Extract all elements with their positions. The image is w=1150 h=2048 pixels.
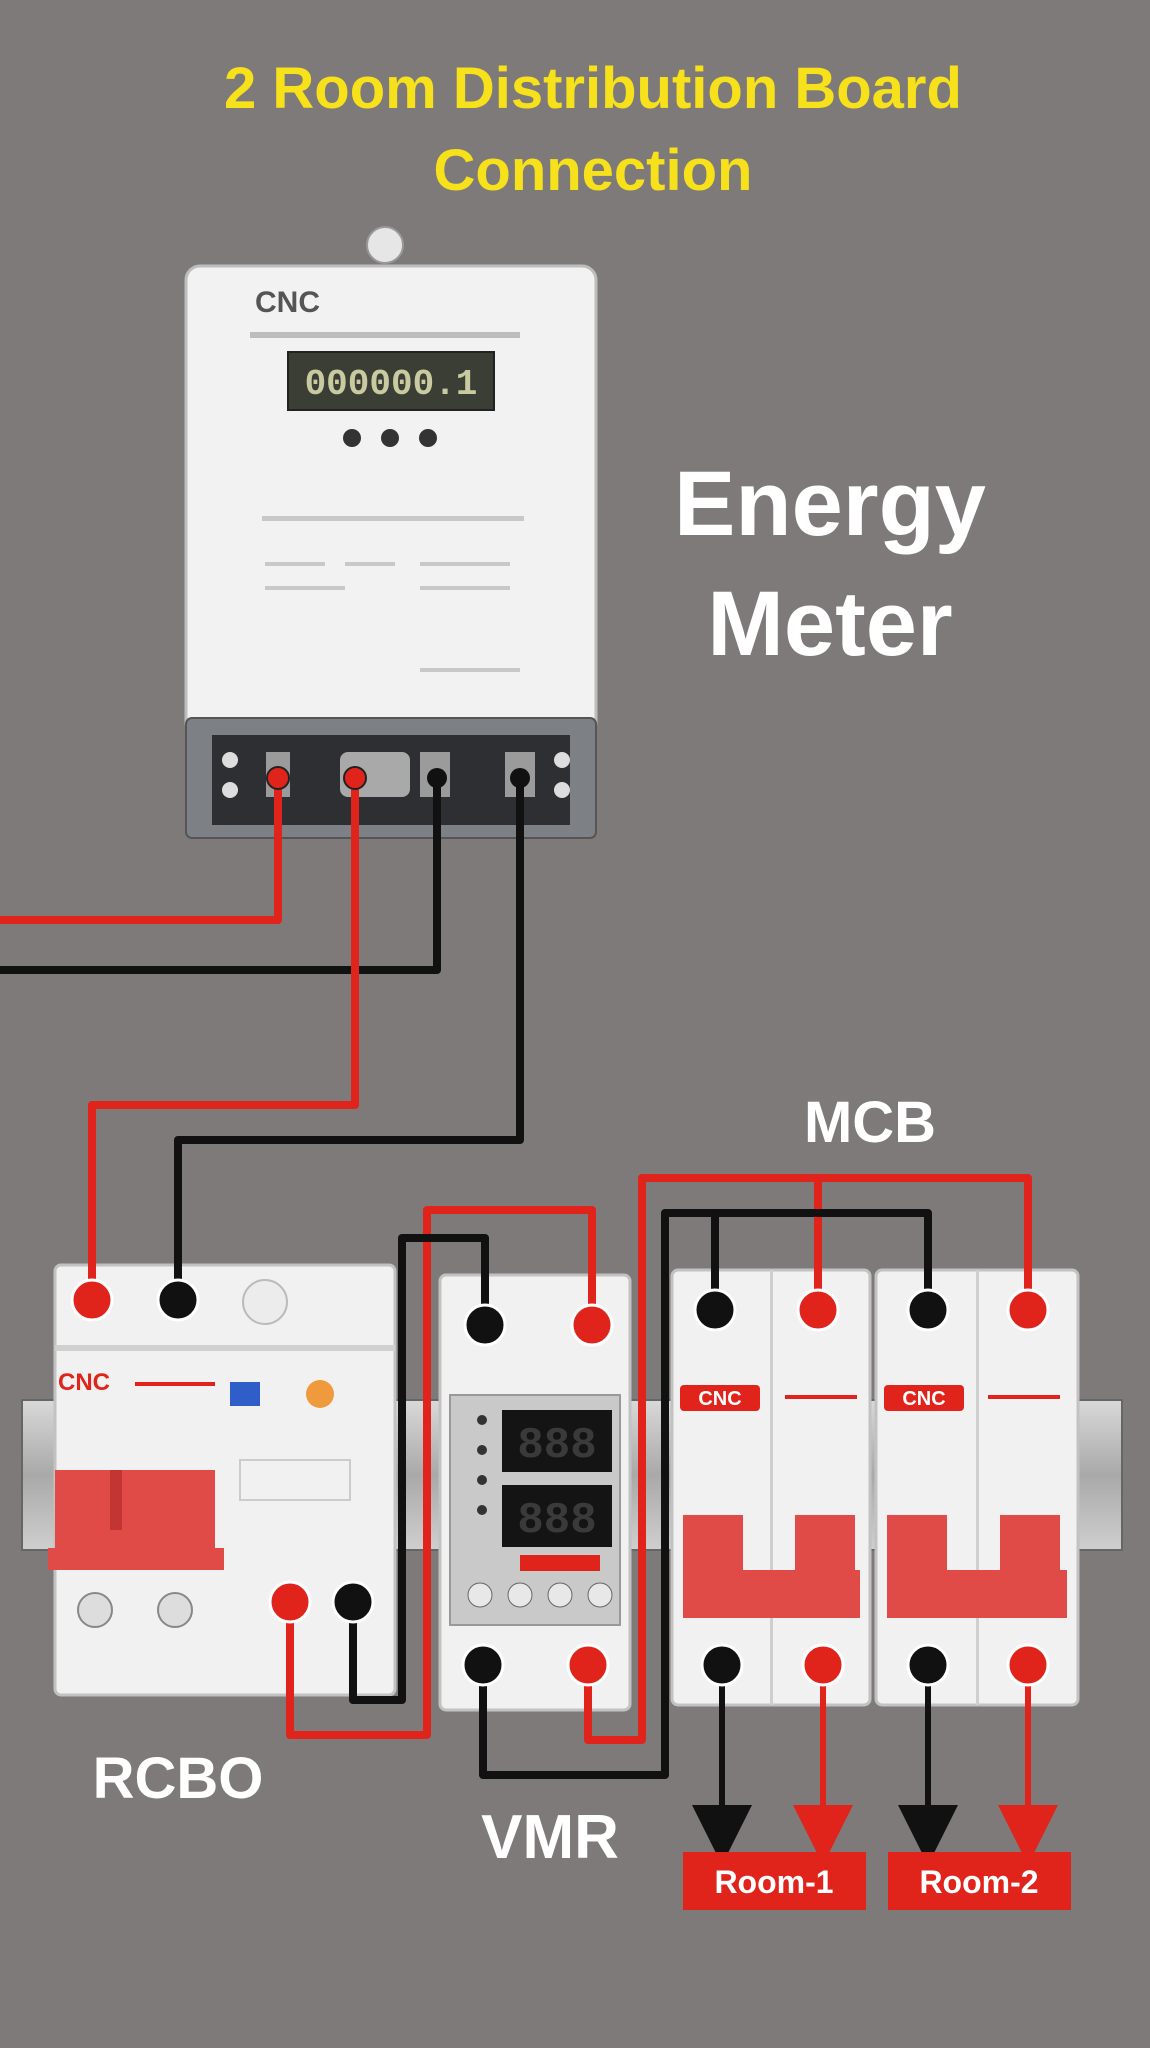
rcbo-to-vmr-live-wire <box>286 1206 596 1739</box>
terminal-dot-icon <box>1006 1288 1050 1332</box>
vmr-display-bottom <box>502 1485 612 1547</box>
energy-meter-brand: CNC <box>255 286 320 319</box>
energy-meter-label-line-2: Meter <box>707 573 952 675</box>
rcbo: CNC <box>48 1263 397 1697</box>
terminals <box>70 766 1050 1687</box>
meter-to-rcbo-live-wire <box>88 776 359 1299</box>
terminal-dot-icon <box>427 768 447 788</box>
terminal-dot-icon <box>906 1288 950 1332</box>
terminal-dot-icon <box>796 1288 840 1332</box>
rcbo-brand: CNC <box>58 1369 110 1396</box>
room-2-label: Room-2 <box>919 1864 1038 1900</box>
terminal-dot-icon <box>70 1278 114 1322</box>
supply-live-wire <box>0 776 282 924</box>
terminal-dot-icon <box>566 1643 610 1687</box>
supply-neutral-wire <box>0 776 441 974</box>
rcbo-to-vmr-neutral-wire <box>349 1234 489 1704</box>
wiring <box>0 776 1058 1865</box>
terminal-dot-icon <box>906 1643 950 1687</box>
vmr-to-mcb-neutral-wire <box>479 1209 932 1779</box>
title-line-2: Connection <box>434 138 753 203</box>
vmr-reading-top: 888 <box>517 1421 596 1471</box>
terminal-dot-icon <box>801 1643 845 1687</box>
vmr: 888 888 <box>438 1273 632 1712</box>
terminal-dot-icon <box>266 766 290 790</box>
mcb-label: MCB <box>804 1090 936 1155</box>
vmr-display-top <box>502 1410 612 1472</box>
vmr-to-mcb-live-wire <box>584 1174 1032 1744</box>
terminal-dot-icon <box>461 1643 505 1687</box>
room-1-box <box>683 1852 866 1910</box>
terminal-dot-icon <box>693 1288 737 1332</box>
mcb-room-2: CNC <box>874 1268 1080 1707</box>
terminal-dot-icon <box>343 766 367 790</box>
meter-to-rcbo-neutral-wire <box>174 776 524 1299</box>
energy-meter-label-line-1: Energy <box>674 453 986 555</box>
terminal-dot-icon <box>1006 1643 1050 1687</box>
terminal-dot-icon <box>510 768 530 788</box>
mcb-1-brand: CNC <box>698 1388 741 1410</box>
rcbo-label: RCBO <box>93 1746 264 1811</box>
vmr-reading-bottom: 888 <box>517 1496 596 1546</box>
terminal-dot-icon <box>331 1580 375 1624</box>
terminal-dot-icon <box>463 1303 507 1347</box>
room-1-label: Room-1 <box>714 1864 833 1900</box>
terminal-dot-icon <box>570 1303 614 1347</box>
mcb-room-1: CNC <box>670 1268 872 1707</box>
meter-lcd <box>287 351 495 411</box>
vmr-label: VMR <box>481 1803 619 1872</box>
terminal-dot-icon <box>700 1643 744 1687</box>
terminal-dot-icon <box>268 1580 312 1624</box>
room-2-box <box>888 1852 1071 1910</box>
mcb-2-brand: CNC <box>902 1388 945 1410</box>
terminal-dot-icon <box>156 1278 200 1322</box>
meter-reading: 000000.1 <box>305 364 478 405</box>
energy-meter: CNC 000000.1 <box>184 226 598 839</box>
title-line-1: 2 Room Distribution Board <box>224 56 962 121</box>
